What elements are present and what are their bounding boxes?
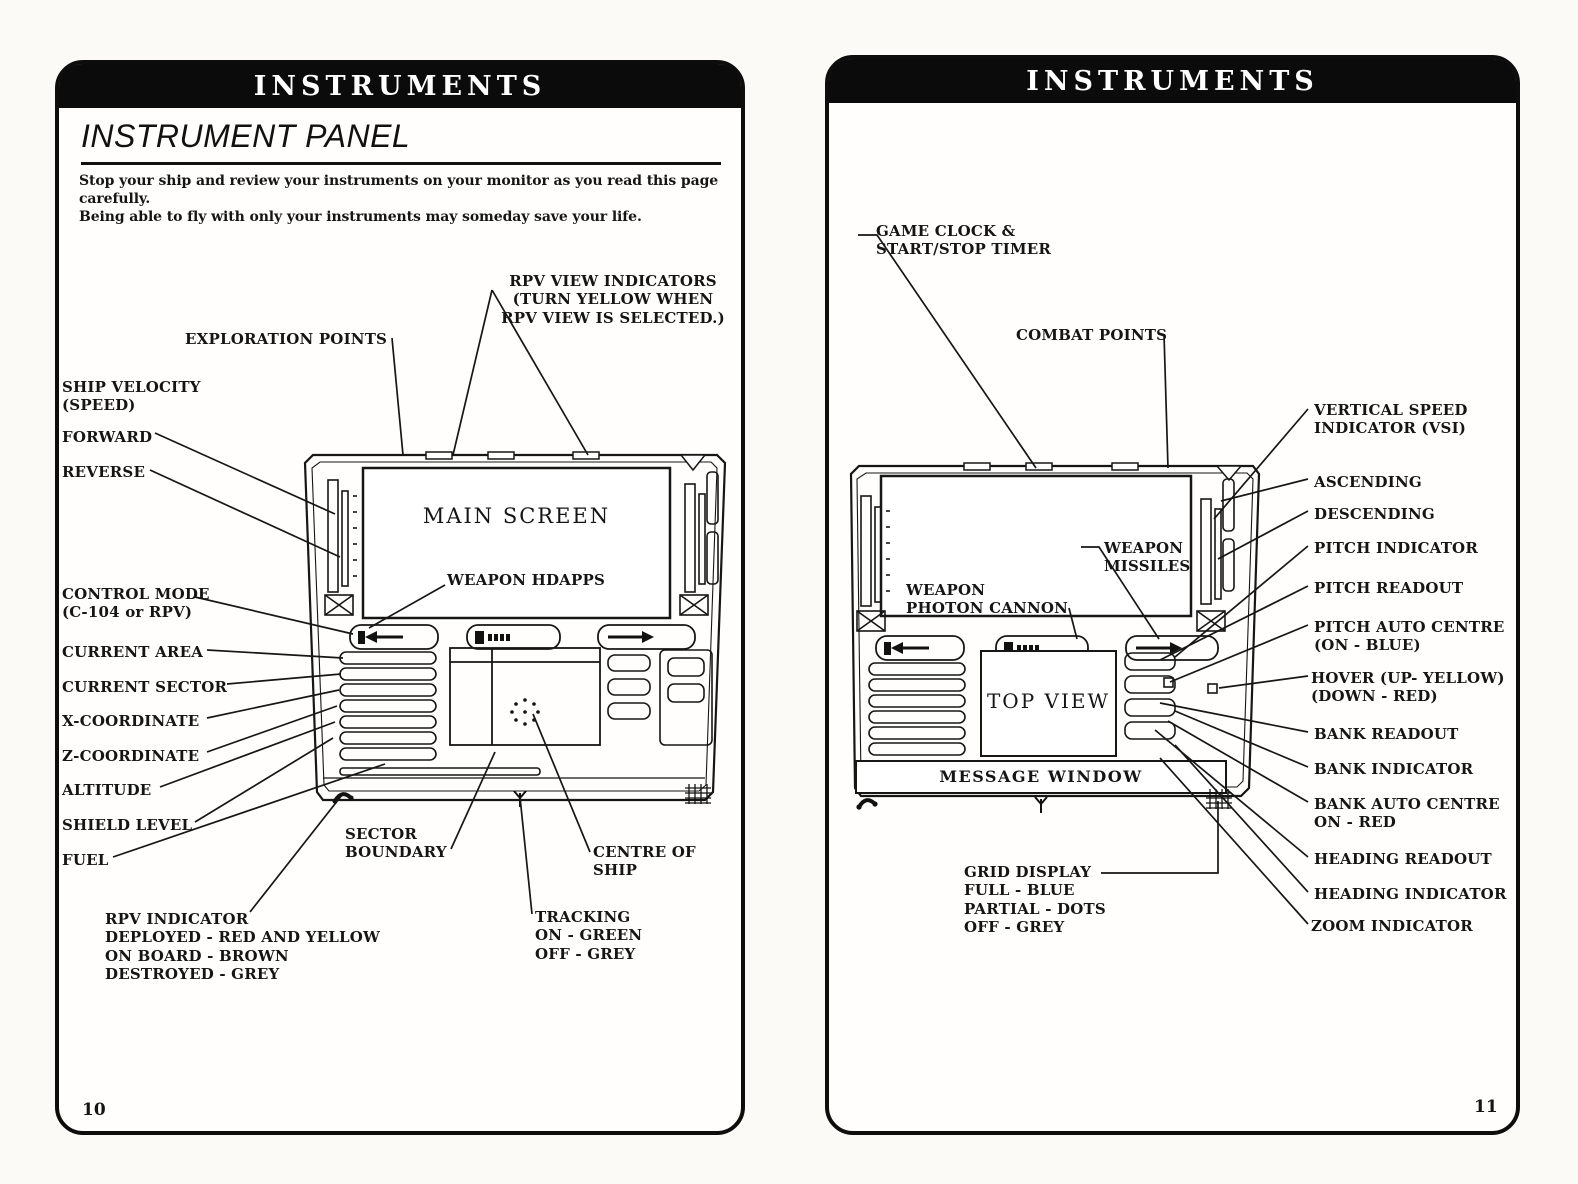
weapon-icon-middle (1004, 642, 1039, 655)
rpv-indicator-icon (856, 798, 878, 810)
leader-lines (858, 234, 1309, 925)
panel-frame (849, 464, 1261, 798)
label-vsi: VERTICAL SPEED INDICATOR (VSI) (1314, 401, 1468, 438)
bottom-icons (856, 789, 1232, 813)
panel-frame (303, 453, 727, 802)
label-bank-readout: BANK READOUT (1314, 725, 1459, 743)
instrument-panel-diagram (112, 289, 727, 915)
intro-text: Stop your ship and review your instrumen… (79, 173, 719, 226)
label-weapon-photon-cannon: WEAPON PHOTON CANNON (906, 581, 1069, 618)
page-11: INSTRUMENTS (825, 55, 1520, 1135)
label-shield-level: SHIELD LEVEL (62, 816, 193, 834)
grid-icon (1206, 789, 1232, 809)
main-screen-label: MAIN SCREEN (422, 504, 611, 528)
page-10: INSTRUMENTS INSTRUMENT PANEL Stop your s… (55, 60, 745, 1135)
label-exploration-points: EXPLORATION POINTS (185, 330, 388, 348)
top-view-display (980, 650, 1117, 757)
label-altitude: ALTITUDE (62, 781, 152, 799)
title-underline (81, 162, 721, 165)
page-header-left: INSTRUMENTS (59, 64, 741, 108)
label-rpv-indicator: RPV INDICATOR DEPLOYED - RED AND YELLOW … (105, 910, 381, 983)
top-view-label: TOP VIEW (986, 689, 1111, 713)
ship-centre-dots (510, 698, 540, 726)
instrument-panel-diagram (849, 234, 1309, 925)
label-current-area: CURRENT AREA (62, 643, 204, 661)
label-weapon-hdapps: WEAPON HDAPPS (447, 571, 606, 589)
label-pitch-readout: PITCH READOUT (1314, 579, 1464, 597)
panel-top-details (963, 462, 1243, 482)
page-header-title: INSTRUMENTS (1026, 65, 1319, 97)
label-control-mode: CONTROL MODE (C-104 or RPV) (62, 585, 210, 622)
label-bank-indicator: BANK INDICATOR (1314, 760, 1474, 778)
label-combat-points: COMBAT POINTS (1016, 326, 1168, 344)
weapon-icon-left (358, 631, 403, 644)
label-forward: FORWARD (62, 428, 153, 446)
pitch-auto-centre-square (1163, 677, 1174, 688)
section-title: INSTRUMENT PANEL (81, 118, 411, 154)
label-heading-readout: HEADING READOUT (1314, 850, 1492, 868)
readout-bars (868, 662, 966, 756)
label-current-sector: CURRENT SECTOR (62, 678, 228, 696)
weapon-slots (349, 624, 696, 650)
velocity-indicator-bars (856, 495, 890, 632)
bottom-icons (332, 784, 711, 807)
label-z-coordinate: Z-COORDINATE (62, 747, 200, 765)
label-reverse: REVERSE (62, 463, 146, 481)
readout-bars (339, 651, 541, 776)
label-game-clock: GAME CLOCK & START/STOP TIMER (876, 222, 1052, 259)
right-console (607, 649, 713, 746)
label-pitch-auto-centre: PITCH AUTO CENTRE (ON - BLUE) (1314, 618, 1505, 655)
weapon-icon-middle (475, 631, 510, 644)
page-header-title: INSTRUMENTS (253, 70, 547, 102)
sector-display (449, 647, 601, 746)
label-bank-auto-centre: BANK AUTO CENTRE ON - RED (1314, 795, 1500, 832)
label-ship-velocity: SHIP VELOCITY (SPEED) (62, 378, 201, 415)
main-screen (879, 474, 1193, 618)
tracking-icon (1034, 796, 1048, 813)
label-hover: HOVER (UP- YELLOW) (DOWN - RED) (1311, 669, 1505, 706)
label-weapon-missiles: WEAPON MISSILES (1104, 539, 1191, 576)
main-screen (361, 466, 672, 620)
weapon-slots (875, 635, 1219, 661)
velocity-indicator-bars (324, 479, 357, 616)
label-ascending: ASCENDING (1314, 473, 1422, 491)
label-grid-display: GRID DISPLAY FULL - BLUE PARTIAL - DOTS … (964, 863, 1106, 936)
label-zoom-indicator: ZOOM INDICATOR (1311, 917, 1473, 935)
attitude-indicator-column (1124, 652, 1218, 740)
page-number: 11 (1474, 1097, 1498, 1117)
label-rpv-view-indicators: RPV VIEW INDICATORS (TURN YELLOW WHEN RP… (501, 272, 725, 327)
label-sector-boundary: SECTOR BOUNDARY (345, 825, 447, 862)
weapon-icon-missiles (1136, 642, 1182, 654)
label-pitch-indicator: PITCH INDICATOR (1314, 539, 1478, 557)
label-fuel: FUEL (62, 851, 109, 869)
rpv-view-indicator-bars (679, 471, 719, 616)
weapon-icon-photon (884, 642, 929, 655)
page-header-right: INSTRUMENTS (829, 59, 1516, 103)
message-window-box (855, 760, 1227, 794)
page-number: 10 (82, 1100, 106, 1120)
leader-lines (112, 289, 591, 915)
hover-indicator-square (1207, 683, 1218, 694)
label-descending: DESCENDING (1314, 505, 1435, 523)
message-window-label: MESSAGE WINDOW (939, 767, 1143, 786)
vsi-indicator-bars (1196, 478, 1235, 632)
panel-top-details (425, 451, 707, 472)
label-heading-indicator: HEADING INDICATOR (1314, 885, 1507, 903)
weapon-icon-right (608, 631, 654, 643)
label-centre-of-ship: CENTRE OF SHIP (593, 843, 696, 880)
label-tracking: TRACKING ON - GREEN OFF - GREY (535, 908, 643, 963)
grid-icon (685, 784, 711, 804)
label-x-coordinate: X-COORDINATE (62, 712, 200, 730)
